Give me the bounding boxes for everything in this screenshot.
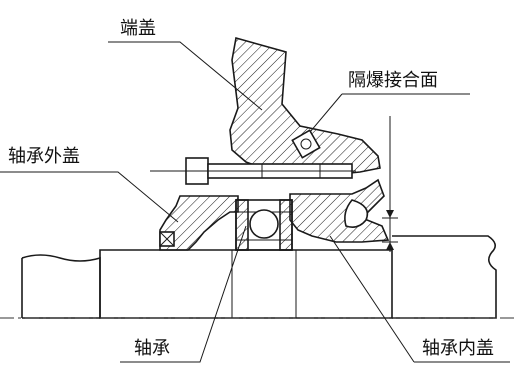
leader-lines — [0, 41, 510, 363]
ball-bearing — [235, 199, 293, 251]
shaft — [21, 235, 497, 319]
bearing-inner-cover — [289, 178, 390, 243]
label-end-cover: 端盖 — [120, 18, 156, 39]
label-bearing-inner-cover: 轴承内盖 — [422, 338, 494, 359]
joint-gap-dimension — [382, 116, 398, 252]
label-bearing: 轴承 — [134, 338, 170, 359]
end-cover — [229, 36, 381, 175]
bolt — [150, 157, 356, 185]
label-flameproof-joint-surface: 隔爆接合面 — [348, 70, 438, 91]
bearing-outer-cover — [159, 195, 239, 251]
label-bearing-outer-cover: 轴承外盖 — [8, 146, 80, 167]
